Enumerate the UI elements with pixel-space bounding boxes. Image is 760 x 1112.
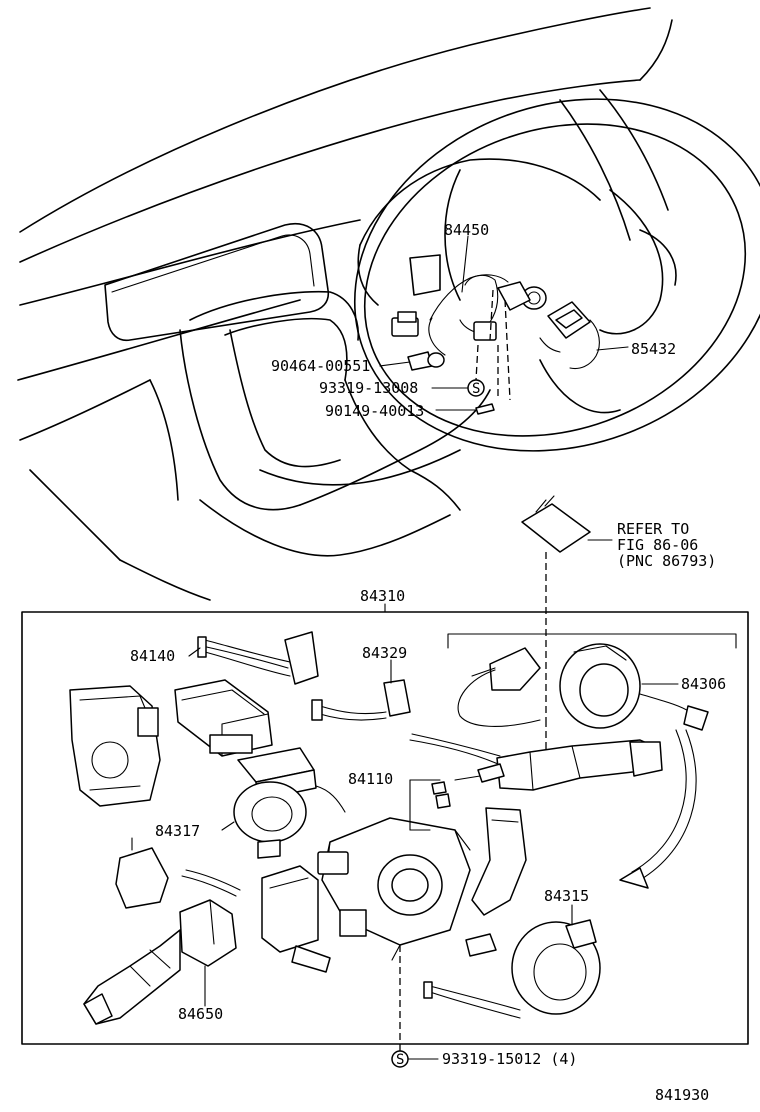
- figure-number: 841930: [655, 1086, 709, 1104]
- label-93319-15012: 93319-15012 (4): [442, 1050, 577, 1068]
- label-84329: 84329: [362, 644, 407, 662]
- label-84306: 84306: [681, 675, 726, 693]
- leader-lines-top: [379, 235, 629, 720]
- label-84315: 84315: [544, 887, 589, 905]
- label-84140: 84140: [130, 647, 175, 665]
- refer-line-1: REFER TO: [617, 520, 689, 538]
- refer-line-3: (PNC 86793): [617, 552, 716, 570]
- dashboard-illustration: [17, 7, 760, 601]
- label-90149-40013: 90149-40013: [325, 402, 424, 420]
- label-84650: 84650: [178, 1005, 223, 1023]
- exploded-parts: [69, 631, 709, 1052]
- screw-s-mark-top: S: [472, 381, 480, 397]
- screw-s-icon-bottom: [391, 1050, 409, 1068]
- label-93319-13008: 93319-13008: [319, 379, 418, 397]
- label-84110: 84110: [348, 770, 393, 788]
- leader-lines-box: [188, 647, 679, 1060]
- screw-s-mark-bottom: S: [396, 1052, 404, 1068]
- label-84450: 84450: [444, 221, 489, 239]
- label-84310: 84310: [360, 587, 405, 605]
- label-85432: 85432: [631, 340, 676, 358]
- label-84317: 84317: [155, 822, 200, 840]
- label-90464-00551: 90464-00551: [271, 357, 370, 375]
- refer-line-2: FIG 86-06: [617, 536, 698, 554]
